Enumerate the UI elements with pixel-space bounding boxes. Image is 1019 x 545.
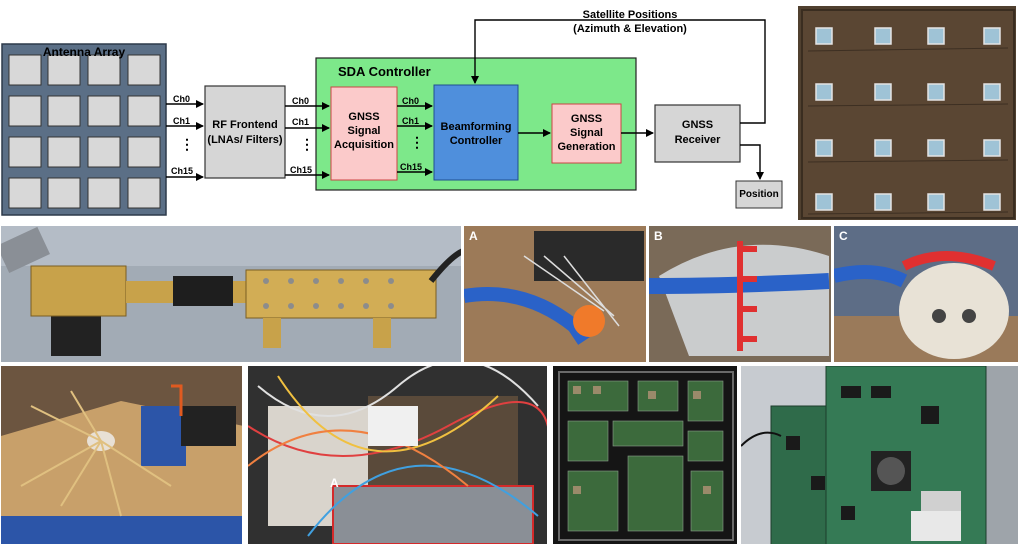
receiver-block <box>654 104 741 163</box>
medical-device-photo-a: A <box>463 225 647 363</box>
ch1-label-3: Ch1 <box>402 116 420 126</box>
generation-block <box>551 103 622 164</box>
dots-2: ⋮ <box>300 136 314 152</box>
medical-device-photo-c: C <box>833 225 1019 363</box>
antenna-element-grid <box>8 54 161 209</box>
beamforming-block <box>433 84 519 181</box>
acquisition-block <box>330 86 398 181</box>
position-block <box>735 180 783 209</box>
antenna-array-title: Antenna Array <box>42 45 126 59</box>
antenna-array-photo <box>797 5 1017 221</box>
ch0-label-2: Ch0 <box>292 96 310 106</box>
pcb-photo <box>740 365 1019 545</box>
rf-frontend-block <box>204 85 286 179</box>
receiver-to-position-arrow <box>740 144 764 180</box>
wiring-board-photo: A <box>247 365 548 545</box>
ch0-label-1: Ch0 <box>173 94 191 104</box>
receiver-label: GNSS Receiver <box>674 119 721 146</box>
photo-label-a-bottom: A <box>330 476 339 490</box>
antenna-to-rf-arrows <box>166 100 204 181</box>
ch0-label-3: Ch0 <box>402 96 420 106</box>
beamforming-label: Beamforming Controller <box>440 121 512 147</box>
photo-label-c: C <box>839 229 848 243</box>
acquisition-to-beamforming-arrows <box>397 102 433 176</box>
satellite-positions-label: Satellite Positions (Azimuth & Elevation… <box>573 9 687 35</box>
satellite-feedback-arrow <box>471 19 766 124</box>
ch15-label-3: Ch15 <box>400 162 423 172</box>
ch15-label-2: Ch15 <box>290 165 313 175</box>
photo-label-b: B <box>654 229 663 243</box>
sda-controller-title: SDA Controller <box>338 64 431 79</box>
dots-1: ⋮ <box>180 136 194 152</box>
probe-setup-photo <box>0 365 243 545</box>
chip-layout-photo <box>552 365 738 545</box>
ch1-label-2: Ch1 <box>292 117 310 127</box>
generation-label: GNSS Signal Generation <box>557 113 616 153</box>
acquisition-label: GNSS Signal Acquisition <box>334 111 394 151</box>
photo-label-a: A <box>469 229 478 243</box>
medical-device-photo-b: B <box>648 225 832 363</box>
rf-to-acquisition-arrows <box>285 102 330 179</box>
rf-frontend-label: RF Frontend (LNAs/ Filters) <box>207 119 283 146</box>
ch1-label-1: Ch1 <box>173 116 191 126</box>
system-block-diagram <box>1 19 783 216</box>
ch15-label-1: Ch15 <box>171 166 194 176</box>
waveguide-photo <box>0 225 462 363</box>
position-label: Position <box>739 189 779 200</box>
dots-3: ⋮ <box>410 134 424 150</box>
